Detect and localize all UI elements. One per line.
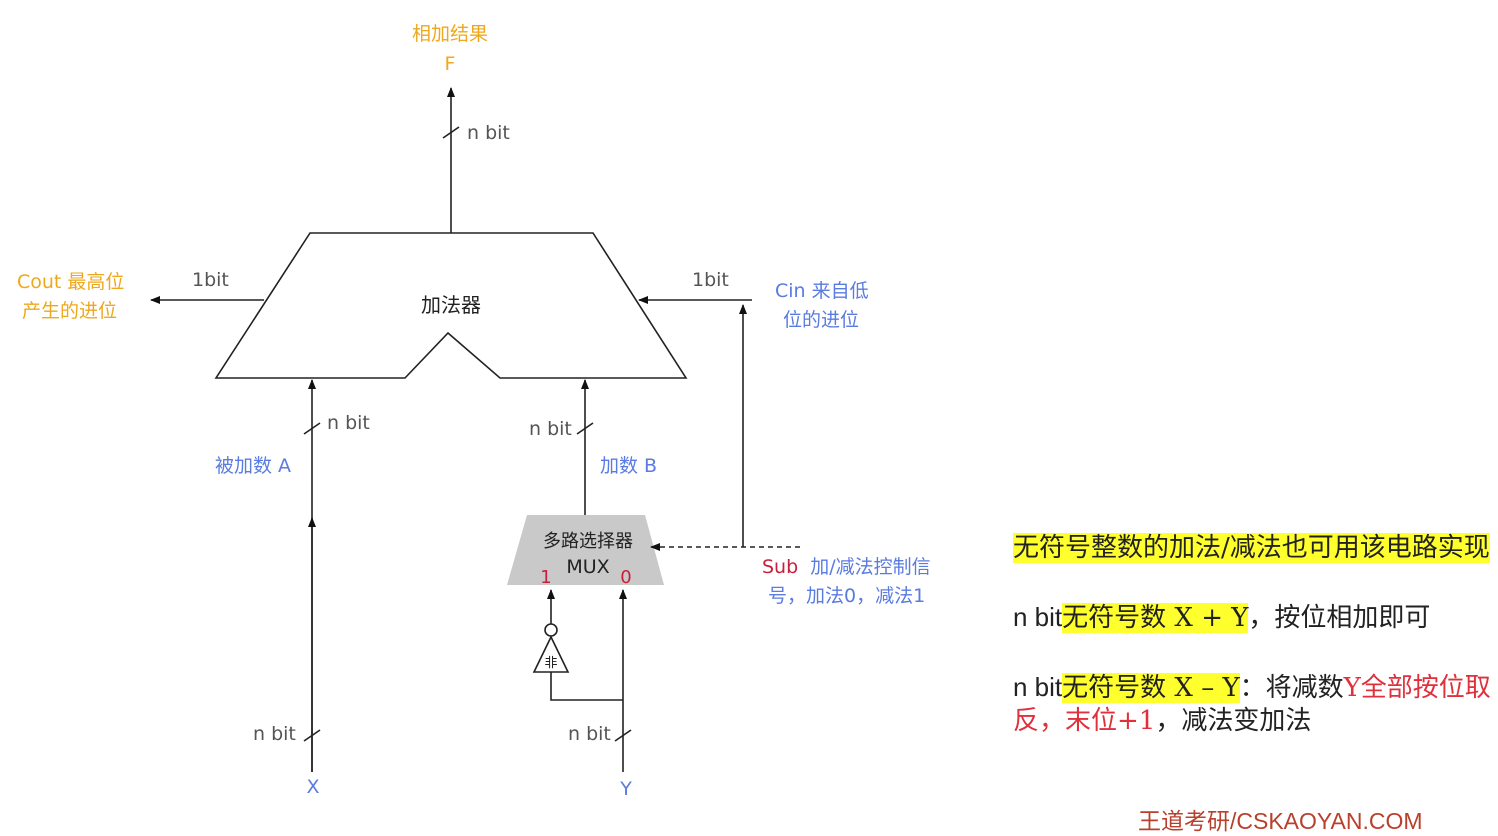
input-b-label: 加数 B [600, 455, 657, 477]
not-bubble [544, 623, 558, 637]
not-gate-label: 非 [544, 656, 557, 671]
bus-slash-icon [576, 422, 594, 435]
mux-label-2: MUX [566, 556, 609, 578]
footer-watermark: 王道考研/CSKAOYAN.COM [1138, 808, 1423, 834]
input-y-label: Y [619, 778, 632, 800]
notes-title: 无符号整数的加法/减法也可用该电路实现 [1013, 533, 1490, 563]
input-a-width-bottom: n bit [253, 723, 296, 745]
cout-label-1: Cout 最高位 [17, 271, 124, 293]
sub-label: Sub 加/减法控制信 [762, 556, 931, 578]
sub-prefix: n bit [1013, 672, 1063, 702]
add-highlight: 无符号数 X + Y [1062, 603, 1249, 633]
sub-name: Sub [762, 556, 798, 578]
input-b-width-top: n bit [529, 418, 572, 440]
mux-block [507, 515, 664, 585]
sub-desc-1: 加/减法控制信 [810, 556, 930, 578]
notes-add-line: n bit无符号数 X + Y，按位相加即可 [1013, 601, 1493, 635]
sub-red-text: Y全部按位取反，末位+1 [1013, 673, 1491, 736]
adder-label: 加法器 [421, 293, 481, 317]
y-branch-wire [550, 672, 623, 701]
mux-label-1: 多路选择器 [543, 531, 633, 552]
mux-input-0-label: 0 [620, 567, 631, 588]
add-prefix: n bit [1013, 602, 1063, 632]
adder-block [214, 232, 688, 379]
output-symbol: F [445, 53, 456, 75]
bus-slash-icon [614, 729, 632, 742]
sub-rest: ，减法变加法 [1155, 706, 1312, 736]
input-a-label: 被加数 A [215, 455, 291, 477]
output-width: n bit [467, 122, 510, 144]
input-a-width-top: n bit [327, 412, 370, 434]
input-x-label: X [306, 776, 319, 798]
mux-input-1-label: 1 [540, 567, 551, 588]
cin-label-2: 位的进位 [783, 309, 859, 331]
cin-width: 1bit [692, 269, 729, 291]
notes-sub-line: n bit无符号数 X – Y：将减数Y全部按位取反，末位+1，减法变加法 [1013, 671, 1493, 738]
bus-slash-icon [442, 126, 460, 139]
cout-label-2: 产生的进位 [22, 300, 117, 322]
add-rest: ，按位相加即可 [1248, 603, 1431, 633]
sub-highlight: 无符号数 X – Y [1062, 673, 1240, 703]
input-y-width: n bit [568, 723, 611, 745]
bus-slash-icon [303, 422, 321, 435]
cout-width: 1bit [192, 269, 229, 291]
sub-desc-2: 号，加法0，减法1 [768, 585, 925, 607]
cin-label-1: Cin 来自低 [775, 280, 869, 302]
sub-mid: ：将减数 [1239, 673, 1344, 703]
notes-title-line: 无符号整数的加法/减法也可用该电路实现 [1013, 532, 1493, 565]
notes-panel: 无符号整数的加法/减法也可用该电路实现 n bit无符号数 X + Y，按位相加… [1013, 532, 1493, 738]
bus-slash-icon [303, 729, 321, 742]
output-title: 相加结果 [412, 23, 488, 45]
